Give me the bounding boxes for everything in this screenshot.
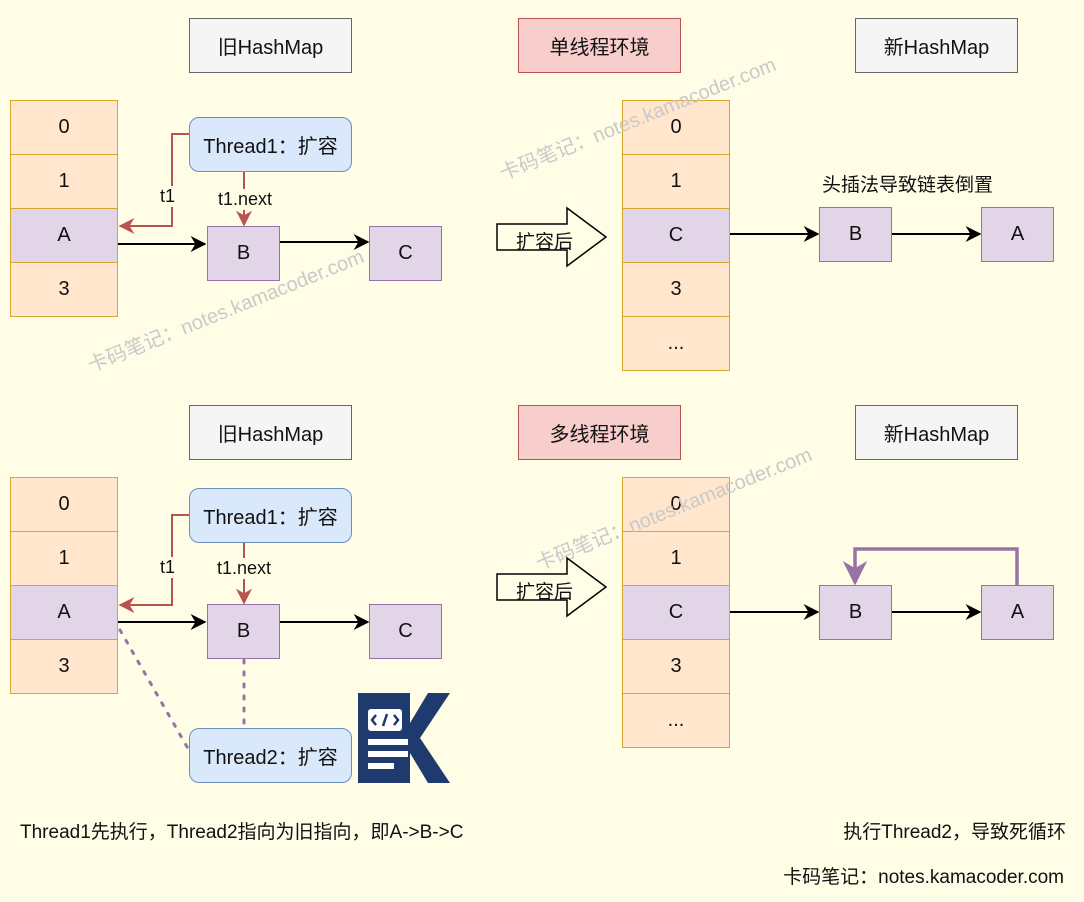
bottom-thread2-box: Thread2：扩容 [189, 728, 352, 783]
top-new-cell-4: ... [622, 316, 730, 371]
top-resize-arrow [496, 206, 608, 268]
bottom-old-cell-3: 3 [10, 639, 118, 694]
top-old-cell-0: 0 [10, 100, 118, 155]
bottom-new-hashmap-label: 新HashMap [855, 405, 1018, 460]
bottom-edge-t1 [118, 514, 189, 613]
top-old-cell-3: 3 [10, 262, 118, 317]
bottom-new-cell-1: 1 [622, 531, 730, 586]
bottom-new-cell-3: 3 [622, 639, 730, 694]
bottom-new-node-a: A [981, 585, 1054, 640]
bottom-old-hashmap-label: 旧HashMap [189, 405, 352, 460]
bottom-thread1-box: Thread1：扩容 [189, 488, 352, 543]
bottom-env-label: 多线程环境 [518, 405, 681, 460]
top-new-cell-3: 3 [622, 262, 730, 317]
bottom-old-cell-2: A [10, 585, 118, 640]
bottom-dotted-a-thread2 [118, 628, 192, 754]
top-new-node-b: B [819, 207, 892, 262]
bottom-resize-arrow [496, 556, 608, 618]
bottom-edge-label-t1-next: t1.next [217, 558, 272, 579]
bottom-node-b: B [207, 604, 280, 659]
bottom-old-cell-0: 0 [10, 477, 118, 532]
top-thread1-box: Thread1：扩容 [189, 117, 352, 172]
top-new-cell-2: C [622, 208, 730, 263]
bottom-resize-label: 扩容后 [516, 582, 574, 603]
top-node-c: C [369, 226, 442, 281]
top-old-cell-2: A [10, 208, 118, 263]
bottom-old-cell-1: 1 [10, 531, 118, 586]
bottom-new-cell-4: ... [622, 693, 730, 748]
top-edge-label-t1-next: t1.next [218, 189, 273, 210]
top-new-cell-1: 1 [622, 154, 730, 209]
kamacoder-logo-icon [358, 693, 450, 783]
bottom-edge-label-t1: t1 [160, 557, 176, 578]
top-old-hashmap-label: 旧HashMap [189, 18, 352, 73]
top-note: 头插法导致链表倒置 [822, 175, 994, 196]
top-node-b: B [207, 226, 280, 281]
top-old-cell-1: 1 [10, 154, 118, 209]
top-edge-t1 [118, 133, 189, 234]
top-resize-label: 扩容后 [516, 232, 574, 253]
bottom-new-cell-2: C [622, 585, 730, 640]
top-new-node-a: A [981, 207, 1054, 262]
caption-right: 执行Thread2，导致死循环 [843, 822, 1066, 843]
credit-text: 卡码笔记：notes.kamacoder.com [783, 867, 1064, 888]
bottom-loop-a-b [842, 547, 1019, 586]
caption-left: Thread1先执行，Thread2指向为旧指向，即A->B->C [20, 822, 464, 843]
bottom-node-c: C [369, 604, 442, 659]
top-env-label: 单线程环境 [518, 18, 681, 73]
top-new-hashmap-label: 新HashMap [855, 18, 1018, 73]
bottom-new-node-b: B [819, 585, 892, 640]
top-edge-label-t1: t1 [160, 186, 176, 207]
